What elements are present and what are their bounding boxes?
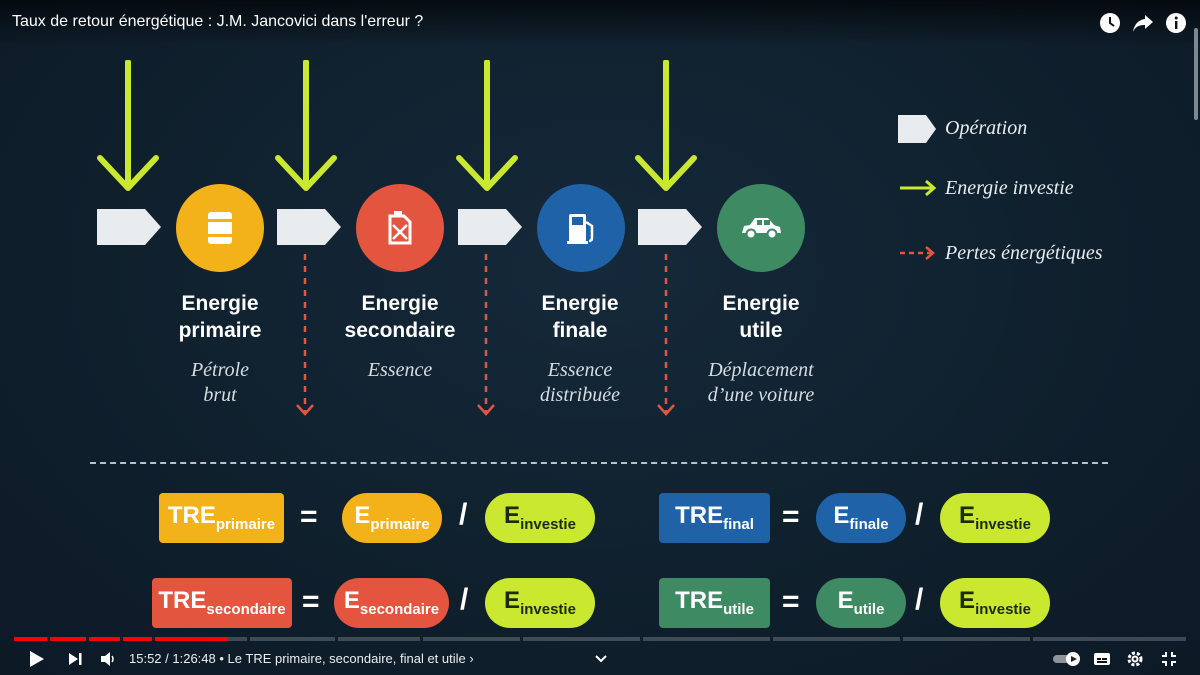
settings-button[interactable] [1124, 648, 1146, 670]
stage-primary-circle [176, 184, 264, 272]
divide-sign: / [915, 498, 924, 531]
equals-sign: = [302, 585, 320, 618]
divide-sign: / [915, 583, 924, 616]
legend-losses-label: Pertes énergétiques [945, 242, 1103, 264]
barrel-icon [208, 212, 232, 244]
stage-useful-circle [717, 184, 805, 272]
time-and-chapter[interactable]: 15:52 / 1:26:48 • Le TRE primaire, secon… [129, 651, 474, 666]
legend-operation-shape [898, 115, 936, 143]
energy-loss-arrow [657, 254, 675, 416]
exit-fullscreen-button[interactable] [1158, 648, 1180, 670]
legend-loss-arrow-icon [900, 246, 935, 260]
progress-bar[interactable] [14, 637, 1186, 641]
operation-shape [277, 209, 341, 245]
legend-invested-label: Energie investie [945, 177, 1074, 199]
operation-shape [638, 209, 702, 245]
chapter-marker [420, 637, 423, 641]
divide-sign: / [459, 498, 468, 531]
invested-energy-arrow [275, 60, 337, 191]
divide-sign: / [460, 583, 469, 616]
chapter-marker [335, 637, 338, 641]
play-icon [30, 651, 44, 667]
chapter-marker [520, 637, 523, 641]
subtitles-button[interactable] [1091, 648, 1113, 670]
chapter-marker [120, 637, 123, 641]
skip-next-icon [69, 653, 82, 665]
legend-green-arrow-icon [900, 179, 937, 197]
energy-loss-arrow [296, 254, 314, 416]
chapter-marker [900, 637, 903, 641]
invested-energy-arrow [635, 60, 697, 191]
volume-icon [101, 652, 114, 666]
chapter-marker [1030, 637, 1033, 641]
exit-fullscreen-icon [1162, 652, 1176, 666]
expand-button[interactable] [591, 648, 611, 670]
video-title[interactable]: Taux de retour énergétique : J.M. Jancov… [12, 13, 424, 30]
invested-energy-arrow [97, 60, 159, 191]
equals-sign: = [782, 500, 800, 533]
chapter-title[interactable]: • Le TRE primaire, secondaire, final et … [219, 651, 474, 666]
chapter-marker [152, 637, 155, 641]
next-button[interactable] [64, 648, 86, 670]
chapter-marker [640, 637, 643, 641]
top-bar [0, 0, 1200, 46]
chapter-marker [770, 637, 773, 641]
volume-button[interactable] [97, 648, 119, 670]
chevron-down-icon [595, 655, 607, 663]
autoplay-toggle[interactable] [1051, 648, 1083, 670]
invested-energy-arrow [456, 60, 518, 191]
stage-secondary-circle [356, 184, 444, 272]
share-icon[interactable] [1130, 10, 1156, 36]
scrollbar-thumb[interactable] [1194, 28, 1198, 120]
operation-shape [97, 209, 161, 245]
chapter-marker [47, 637, 50, 641]
info-icon[interactable] [1163, 10, 1189, 36]
autoplay-icon [1053, 652, 1080, 666]
fuel-pump-icon [567, 214, 594, 244]
stage-final-circle [537, 184, 625, 272]
watch-later-icon[interactable] [1097, 10, 1123, 36]
car-icon [742, 218, 781, 240]
subtitles-icon [1094, 653, 1110, 665]
chapter-marker [247, 637, 250, 641]
energy-loss-arrow [477, 254, 495, 416]
play-button[interactable] [26, 648, 48, 670]
time-display: 15:52 / 1:26:48 [129, 651, 216, 666]
equals-sign: = [782, 585, 800, 618]
chapter-marker [86, 637, 89, 641]
gear-icon [1127, 651, 1143, 667]
operation-shape [458, 209, 522, 245]
jerrycan-icon [388, 211, 412, 245]
legend-operation-label: Opération [945, 117, 1028, 139]
stage-example: Essence [367, 359, 433, 381]
dashed-divider [90, 462, 1108, 464]
equals-sign: = [300, 500, 318, 533]
